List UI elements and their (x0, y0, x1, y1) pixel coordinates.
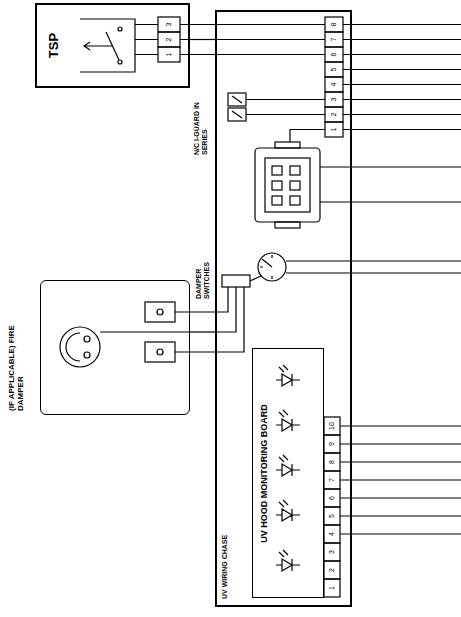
wire-line (343, 25, 461, 130)
damper-actuator (84, 336, 90, 342)
terminal-block (325, 77, 343, 92)
terminal-number: 4 (328, 526, 336, 542)
terminal-block (324, 543, 340, 561)
terminal-number: 5 (328, 508, 336, 524)
relay-pin (272, 166, 282, 175)
relay-pin (272, 181, 282, 190)
terminal-block (222, 275, 250, 287)
relay-symbol (255, 148, 320, 222)
terminal-number: 8 (328, 454, 336, 470)
thermostat-symbol (80, 19, 135, 72)
relay-tab (275, 142, 300, 148)
relay-pin (290, 181, 300, 190)
terminal-number: 4 (330, 78, 338, 91)
terminal-number: 6 (328, 490, 336, 506)
box-title: TSP (47, 5, 62, 86)
terminal-number: 2 (330, 108, 338, 121)
relay-pin (272, 196, 282, 205)
switch-contact (118, 60, 122, 64)
terminal-number: 1 (330, 123, 338, 136)
dial-symbol (258, 253, 286, 281)
terminal-number: 3 (328, 544, 336, 560)
wire-line (100, 287, 244, 352)
terminal-block (158, 32, 180, 47)
relay-pin (290, 196, 300, 205)
relay-symbol (265, 158, 310, 212)
terminal-number: 7 (328, 472, 336, 488)
switch-label: DAMPER SWITCHES (195, 245, 210, 299)
terminal-number: 6 (330, 48, 338, 61)
terminal-block (324, 453, 340, 471)
damper-actuator (60, 327, 100, 367)
terminal-number: 7 (330, 33, 338, 46)
wiring (60, 17, 461, 597)
note-label: N/C I-GUARD IN SERIES (193, 99, 208, 155)
fire-damper-box: (IF APPLICABLE) FIRE DAMPER (40, 280, 190, 415)
damper-actuator (84, 352, 90, 358)
terminal-block (325, 122, 343, 137)
wire-line (246, 100, 325, 115)
relay-pin (290, 166, 300, 175)
terminal-block (324, 525, 340, 543)
terminal-number: 10 (328, 418, 336, 434)
wire-connector (190, 331, 215, 332)
led-symbol (276, 410, 300, 431)
wire-connector (190, 39, 215, 40)
led-symbol (276, 550, 300, 571)
box-heading: (IF APPLICABLE) FIRE DAMPER (7, 319, 25, 411)
wire-line (250, 261, 461, 281)
terminal-block (325, 92, 343, 107)
terminal-number: 5 (330, 63, 338, 76)
wire-line (135, 25, 158, 55)
damper-switch (157, 309, 163, 315)
terminal-number: 1 (328, 580, 336, 596)
damper-switch (145, 342, 175, 362)
led-symbol (276, 365, 300, 386)
terminal-number: 9 (328, 436, 336, 452)
monitoring-board-box: UV HOOD MONITORING BOARD (252, 348, 324, 598)
terminal-number: 1 (165, 48, 173, 61)
thermostat-box: TSP (35, 3, 190, 88)
terminal-block (325, 62, 343, 77)
terminal-block (324, 417, 340, 435)
thermostat-arrow (84, 42, 112, 50)
terminal-block (324, 561, 340, 579)
damper-actuator (66, 333, 80, 361)
box-title: UV HOOD MONITORING BOARD (259, 350, 269, 597)
dial-symbol (260, 255, 272, 279)
terminal-block (324, 579, 340, 597)
damper-switch (145, 302, 175, 322)
terminal-block (158, 17, 180, 32)
terminal-block (324, 489, 340, 507)
damper-switch (157, 349, 163, 355)
terminal-block (325, 17, 343, 32)
box-title: UV WIRING CHASE (221, 479, 229, 599)
terminal-block (158, 47, 180, 62)
terminal-number: 2 (165, 33, 173, 46)
terminal-number: 2 (328, 562, 336, 578)
terminal-block (325, 32, 343, 47)
terminal-block (324, 507, 340, 525)
led-symbol (276, 455, 300, 476)
terminal-block (325, 107, 343, 122)
led-symbol (276, 500, 300, 521)
relay-tab (275, 222, 300, 228)
terminal-number: 8 (330, 18, 338, 31)
wire-line (180, 25, 325, 55)
terminal-number: 3 (165, 18, 173, 31)
wire-line (340, 426, 461, 534)
terminal-block (325, 47, 343, 62)
switch-contact (118, 27, 122, 31)
terminal-number: 3 (330, 93, 338, 106)
wire-line (290, 130, 461, 203)
iguard-switch (232, 96, 242, 118)
terminal-block (324, 471, 340, 489)
terminal-block (324, 435, 340, 453)
